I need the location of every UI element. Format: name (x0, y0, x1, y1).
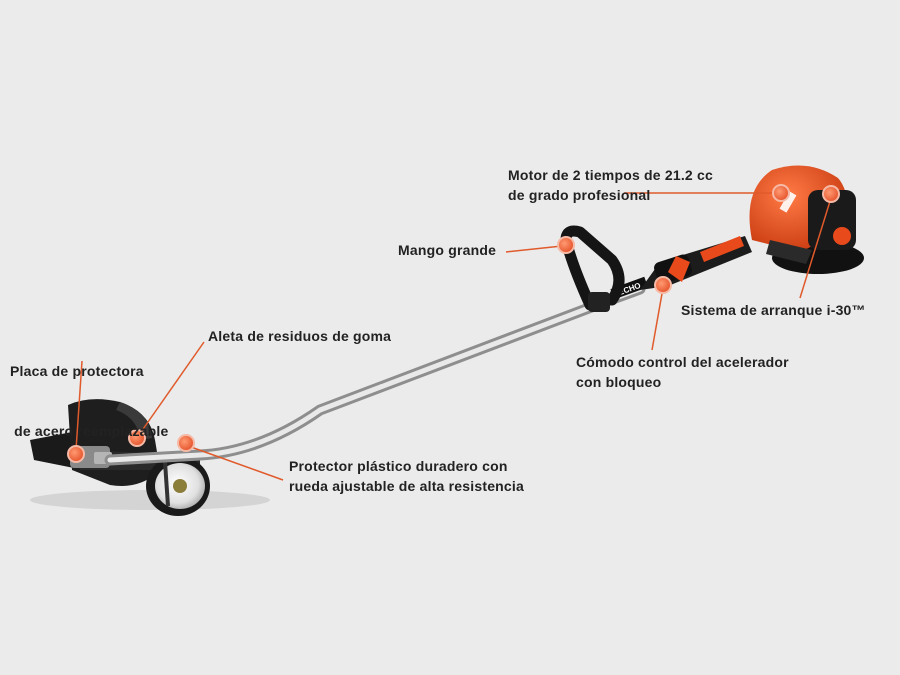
leader-starter (799, 197, 832, 299)
callout-throttle-line-1: Cómodo control del acelerador (576, 354, 789, 370)
dot-guard-wheel[interactable] (177, 434, 195, 452)
callout-engine-line-2: de grado profesional (508, 187, 651, 203)
leader-steel-plate (75, 360, 83, 451)
dot-engine[interactable] (772, 184, 790, 202)
callout-steel-plate: Placa de protectora de acero reemplazabl… (10, 321, 168, 461)
callout-engine: Motor de 2 tiempos de 21.2 cc de grado p… (508, 165, 713, 205)
leader-guard-wheel (190, 446, 284, 481)
callout-guard-wheel-line-1: Protector plástico duradero con (289, 458, 508, 474)
dot-throttle[interactable] (654, 276, 672, 294)
dot-steel-plate[interactable] (67, 445, 85, 463)
wheel-axle (163, 461, 170, 507)
main-shaft (104, 283, 646, 466)
callout-guard-wheel: Protector plástico duradero con rueda aj… (289, 456, 524, 496)
loop-handle (560, 225, 625, 312)
callout-steel-plate-line-1: Placa de protectora (10, 363, 144, 379)
dot-handle[interactable] (557, 236, 575, 254)
leader-lines (75, 192, 832, 481)
callout-throttle-line-2: con bloqueo (576, 374, 662, 390)
dot-starter[interactable] (822, 185, 840, 203)
callout-handle-line-1: Mango grande (398, 242, 497, 258)
callout-throttle: Cómodo control del acelerador con bloque… (576, 352, 789, 392)
engine-side-panel (766, 240, 812, 264)
callout-handle: Mango grande (398, 240, 496, 260)
callout-starter: Sistema de arranque i-30™ (681, 300, 866, 320)
leader-rubber-flap (140, 341, 205, 433)
callout-guard-wheel-line-2: rueda ajustable de alta resistencia (289, 478, 524, 494)
edger-blade (30, 432, 74, 468)
callout-engine-line-1: Motor de 2 tiempos de 21.2 cc (508, 167, 713, 183)
wheel-hub (173, 479, 187, 493)
callout-dots (67, 184, 840, 463)
callout-starter-line-1: Sistema de arranque i-30™ (681, 302, 866, 318)
callout-rubber-flap: Aleta de residuos de goma (208, 326, 391, 346)
starter-knob (833, 227, 851, 245)
callout-rubber-flap-line-1: Aleta de residuos de goma (208, 328, 392, 344)
throttle-trigger (668, 256, 690, 282)
edger-head (30, 399, 210, 516)
main-shaft-highlight (107, 286, 643, 463)
leader-handle (505, 245, 563, 253)
leader-throttle (651, 287, 664, 351)
callout-steel-plate-line-2: de acero reemplazable (10, 423, 169, 439)
engine (749, 165, 864, 274)
engine-brand-plate (779, 191, 797, 213)
dot-rubber-flap[interactable] (128, 429, 146, 447)
rubber-flap (116, 402, 152, 440)
